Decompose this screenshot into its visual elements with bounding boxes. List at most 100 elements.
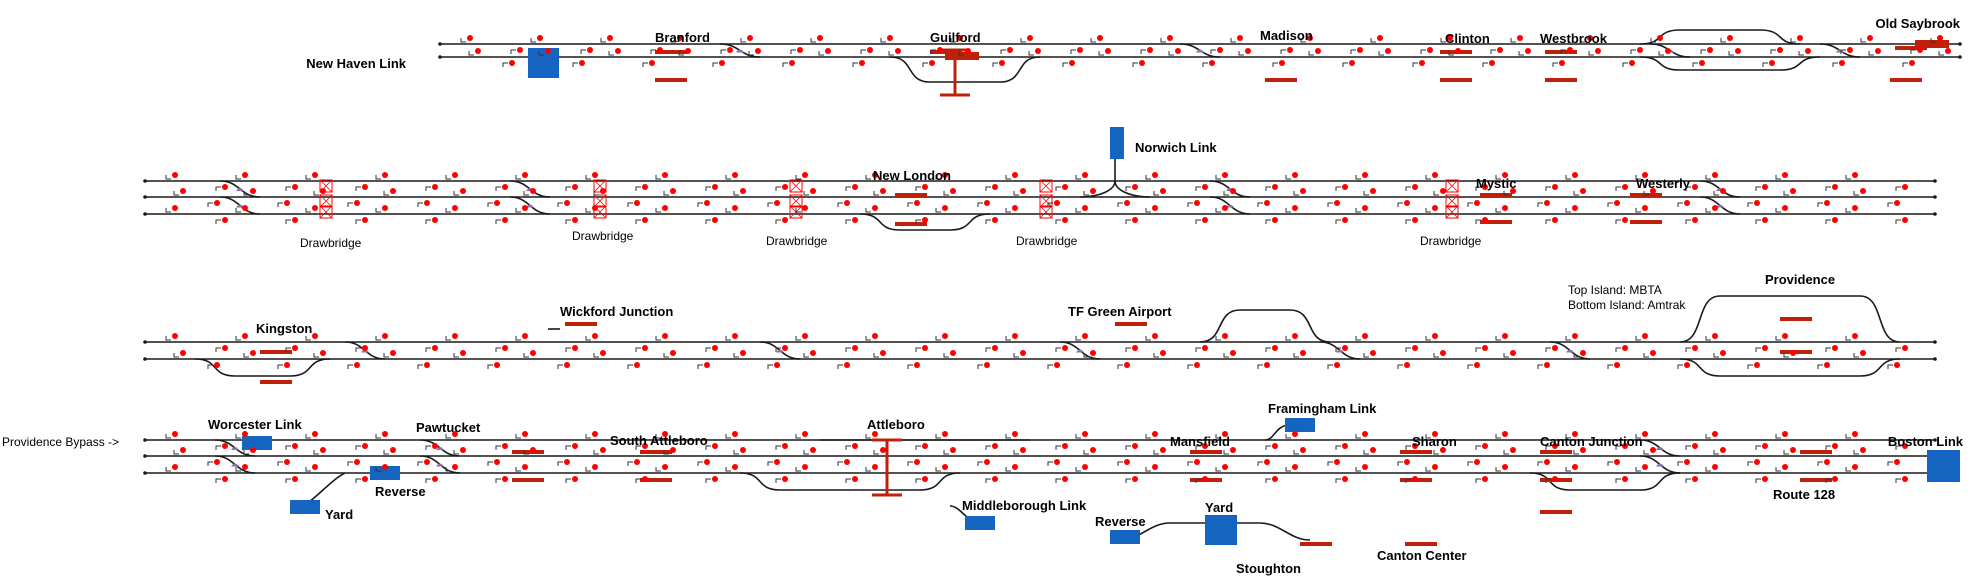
- signal-light: [1012, 431, 1018, 437]
- signal-post: [1145, 336, 1151, 341]
- signal-light: [1720, 350, 1726, 356]
- signal-post: [1537, 461, 1543, 466]
- signal-light: [390, 447, 396, 453]
- signal-post: [523, 353, 529, 358]
- signal-post: [1677, 364, 1683, 369]
- signal-post: [775, 445, 781, 450]
- signal-light: [362, 345, 368, 351]
- signal-light: [677, 35, 683, 41]
- signal-post: [678, 51, 684, 56]
- middleborough-link-box[interactable]: [965, 516, 995, 530]
- madison-label: Madison: [1260, 28, 1313, 43]
- signal-light: [1665, 48, 1671, 54]
- yard-left-box[interactable]: [290, 500, 320, 514]
- signal-light: [1614, 200, 1620, 206]
- signal-post: [523, 450, 529, 455]
- signal-post: [1573, 450, 1579, 455]
- signal-light: [1692, 217, 1698, 223]
- drawbridge-span: [789, 194, 803, 208]
- signal-light: [502, 443, 508, 449]
- signal-light: [1292, 431, 1298, 437]
- signal-light: [432, 217, 438, 223]
- signal-post: [375, 467, 381, 472]
- signal-light: [502, 345, 508, 351]
- signal-post: [1495, 467, 1501, 472]
- reverse-left-box[interactable]: [370, 466, 400, 480]
- signal-light: [250, 188, 256, 194]
- signal-post: [1125, 478, 1131, 483]
- signal-post: [1825, 445, 1831, 450]
- signal-light: [1090, 447, 1096, 453]
- signal-light: [1902, 443, 1908, 449]
- signal-light: [1272, 184, 1278, 190]
- signal-post: [655, 434, 661, 439]
- signal-post: [1853, 450, 1859, 455]
- signal-post: [1187, 461, 1193, 466]
- signal-light: [1517, 35, 1523, 41]
- signal-post: [935, 175, 941, 180]
- canton-junction-label: Canton Junction: [1540, 434, 1643, 449]
- station-platform: [1800, 478, 1832, 482]
- signal-post: [1125, 445, 1131, 450]
- signal-light: [1124, 459, 1130, 465]
- yard-left-label: Yard: [325, 507, 353, 522]
- signal-light: [1852, 333, 1858, 339]
- new-haven-link-box[interactable]: [528, 48, 559, 78]
- signal-light: [172, 464, 178, 470]
- signal-light: [452, 333, 458, 339]
- top-island-label: Top Island: MBTA: [1568, 283, 1662, 297]
- signal-light: [1272, 345, 1278, 351]
- signal-light: [942, 333, 948, 339]
- signal-light: [1152, 464, 1158, 470]
- signal-post: [733, 450, 739, 455]
- signal-light: [1482, 443, 1488, 449]
- signal-post: [865, 175, 871, 180]
- signal-post: [1062, 62, 1068, 67]
- signal-light: [1440, 350, 1446, 356]
- track-end: [438, 55, 442, 59]
- signal-post: [650, 49, 656, 54]
- signal-post: [1573, 353, 1579, 358]
- boston-link-box[interactable]: [1927, 450, 1960, 482]
- drawbridge-5-label: Drawbridge: [1420, 234, 1482, 248]
- signal-light: [1440, 447, 1446, 453]
- signal-light: [1502, 431, 1508, 437]
- reverse-right-box[interactable]: [1110, 530, 1140, 544]
- signal-post: [215, 186, 221, 191]
- signal-light: [1349, 60, 1355, 66]
- signal-post: [1685, 478, 1691, 483]
- signal-post: [803, 353, 809, 358]
- signal-light: [222, 476, 228, 482]
- signal-light: [992, 217, 998, 223]
- signal-post: [1335, 445, 1341, 450]
- signal-post: [865, 208, 871, 213]
- signal-light: [649, 60, 655, 66]
- signal-light: [1152, 205, 1158, 211]
- signal-light: [1342, 184, 1348, 190]
- signal-light: [872, 464, 878, 470]
- signal-light: [740, 188, 746, 194]
- signal-post: [1677, 202, 1683, 207]
- signal-light: [494, 459, 500, 465]
- signal-post: [305, 434, 311, 439]
- framingham-link-label: Framingham Link: [1268, 401, 1377, 416]
- signal-post: [453, 191, 459, 196]
- signal-light: [662, 431, 668, 437]
- signal-post: [1397, 364, 1403, 369]
- signal-post: [1825, 347, 1831, 352]
- station-platform: [1915, 40, 1949, 48]
- yard-right-box[interactable]: [1205, 515, 1237, 545]
- signal-post: [1055, 219, 1061, 224]
- signal-post: [1405, 347, 1411, 352]
- switch-marker: [1566, 349, 1574, 353]
- signal-post: [1083, 450, 1089, 455]
- signal-post: [417, 461, 423, 466]
- signal-post: [1495, 175, 1501, 180]
- track-end: [143, 454, 147, 458]
- signal-post: [1518, 51, 1524, 56]
- framingham-link-box[interactable]: [1285, 418, 1315, 432]
- mystic-label: Mystic: [1476, 176, 1516, 191]
- norwich-link-box[interactable]: [1110, 127, 1124, 159]
- worcester-link-label: Worcester Link: [208, 417, 302, 432]
- worcester-link-box[interactable]: [242, 436, 272, 450]
